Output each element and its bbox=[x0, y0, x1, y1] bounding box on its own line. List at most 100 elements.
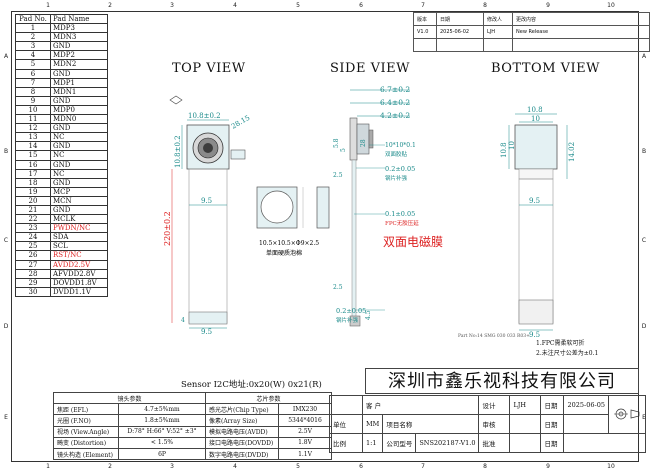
check-label: 审核 bbox=[478, 414, 511, 434]
column-marker: 6 bbox=[359, 463, 363, 470]
dim-bot-h1: 10.8 bbox=[500, 142, 508, 158]
top-view-drawing: 10.8±0.2 28.15 10.8±0.2 9.5 220±0.2 9.5 … bbox=[163, 95, 251, 336]
dim-side-b: 6.4±0.2 bbox=[380, 98, 410, 107]
chip-param: 感光芯片(Chip Type) bbox=[205, 403, 279, 416]
chip-value: 5344*4016 bbox=[278, 414, 332, 427]
pad-name: RST/NC bbox=[50, 250, 108, 261]
date-label-2: 日期 bbox=[540, 414, 565, 434]
dim-top-pad-h: 4 bbox=[181, 317, 185, 324]
top-flex-cable bbox=[188, 168, 228, 324]
dim-side-25a: 2.5 bbox=[333, 172, 343, 179]
column-marker: 4 bbox=[233, 2, 237, 9]
dim-top-flex: 9.5 bbox=[201, 197, 212, 205]
dim-side-foam-note: 双面胶贴 bbox=[385, 150, 408, 158]
chip-value: 1.1V bbox=[278, 447, 332, 461]
dim-side-c: 4.2±0.2 bbox=[380, 111, 410, 120]
lens-value: 4.7±5%mm bbox=[118, 403, 206, 416]
date-value: 2025-06-05 bbox=[563, 395, 609, 415]
lens-param: 光圈 (F.NO) bbox=[53, 414, 119, 427]
column-marker: 10 bbox=[607, 463, 615, 470]
pad-name: AFVDD2.8V bbox=[50, 268, 108, 279]
red-label: 双面电磁膜 bbox=[383, 234, 443, 249]
row-marker: A bbox=[3, 53, 9, 60]
pad-name: MDN0 bbox=[50, 114, 108, 125]
chip-header: 芯片参数 bbox=[205, 391, 332, 405]
approve-label: 批准 bbox=[478, 433, 511, 453]
pad-name: MDP1 bbox=[50, 77, 108, 88]
pad-name: MDN2 bbox=[50, 59, 108, 70]
column-marker: 2 bbox=[108, 2, 112, 9]
design-value: LJH bbox=[509, 395, 542, 415]
foam-size: 10.5×10.5×Φ9×2.5 bbox=[259, 240, 319, 247]
lens-param: 视场 (View.Angle) bbox=[53, 425, 119, 438]
sensor-i2c-address: Sensor I2C地址:0x20(W) 0x21(R) bbox=[181, 380, 322, 390]
side-view-drawing: 6.7±0.2 6.4±0.2 4.2±0.2 5.8 5 28 10*10*0… bbox=[333, 85, 443, 327]
column-marker: 3 bbox=[170, 463, 174, 470]
dim-side-stiff1: 0.2±0.05 bbox=[385, 165, 415, 173]
title-block: 客 户 设计 LJH 日期 2025-06-05 单位 MM 项目名称 审核 日… bbox=[329, 395, 646, 453]
row-marker: C bbox=[3, 237, 9, 244]
row-marker: D bbox=[3, 323, 9, 330]
customer-label: 客 户 bbox=[361, 395, 480, 415]
dim-bot-w2-side: 10 bbox=[508, 141, 516, 150]
lens-row: 视场 (View.Angle)D:78° H:66° V:52° ±3°模拟电路… bbox=[53, 425, 332, 438]
scale-value: 1:1 bbox=[361, 433, 384, 453]
revision-table: 版本 日期 修改人 更改内容 V1.0 2025-06-02 LJH New R… bbox=[413, 12, 650, 52]
project-label: 项目名称 bbox=[382, 414, 480, 434]
dim-bot-h2: 14.02 bbox=[568, 142, 576, 162]
column-marker: 9 bbox=[546, 2, 550, 9]
date-label: 日期 bbox=[540, 395, 565, 415]
column-marker: 8 bbox=[483, 463, 487, 470]
dim-top-diag: 28.15 bbox=[230, 114, 251, 131]
column-marker: 9 bbox=[546, 463, 550, 470]
lens-param: 镜头构造 (Element) bbox=[53, 447, 119, 461]
pad-name: AVDD2.5V bbox=[50, 259, 108, 270]
column-marker: 7 bbox=[421, 463, 425, 470]
dim-bot-w: 10.8 bbox=[527, 106, 543, 114]
row-marker: A bbox=[641, 53, 647, 60]
chip-value: IMX230 bbox=[278, 403, 332, 416]
unit-value: MM bbox=[361, 414, 384, 434]
column-marker: 2 bbox=[108, 463, 112, 470]
column-marker: 1 bbox=[46, 2, 50, 9]
lens-value: D:78° H:66° V:52° ±3° bbox=[118, 425, 206, 438]
chip-param: 像素(Array Size) bbox=[205, 414, 279, 427]
lens-param: 焦距 (EFL) bbox=[53, 403, 119, 416]
bottom-view-drawing: 10.8 10 10.8 10 14.02 9.5 9.5 Part No:14… bbox=[458, 106, 576, 339]
pad-header-name: Pad Name bbox=[50, 13, 108, 25]
pad-name: MDN1 bbox=[50, 86, 108, 97]
drawing-frame bbox=[11, 11, 639, 462]
foam-label: 单面硬质泡棉 bbox=[266, 249, 302, 257]
pad-name: MDP0 bbox=[50, 104, 108, 116]
note-2: 2.未注尺寸公差为±0.1 bbox=[536, 350, 599, 357]
top-lens-inner bbox=[203, 143, 213, 153]
pad-name: PWDN/NC bbox=[50, 223, 108, 234]
column-marker: 5 bbox=[296, 2, 300, 9]
column-marker: 4 bbox=[233, 463, 237, 470]
column-marker: 3 bbox=[170, 2, 174, 9]
row-marker: C bbox=[641, 237, 647, 244]
dim-side-25b: 2.5 bbox=[333, 284, 343, 291]
column-marker: 5 bbox=[296, 463, 300, 470]
lens-value: < 1.5% bbox=[118, 436, 206, 449]
dim-side-28: 28 bbox=[360, 139, 367, 147]
dim-side-stiff1-note: 钢片补强 bbox=[385, 174, 408, 182]
column-marker: 7 bbox=[421, 2, 425, 9]
lens-header: 镜头参数 bbox=[53, 391, 206, 405]
dim-side-fpc-note: FPC无胶压延 bbox=[385, 219, 419, 227]
